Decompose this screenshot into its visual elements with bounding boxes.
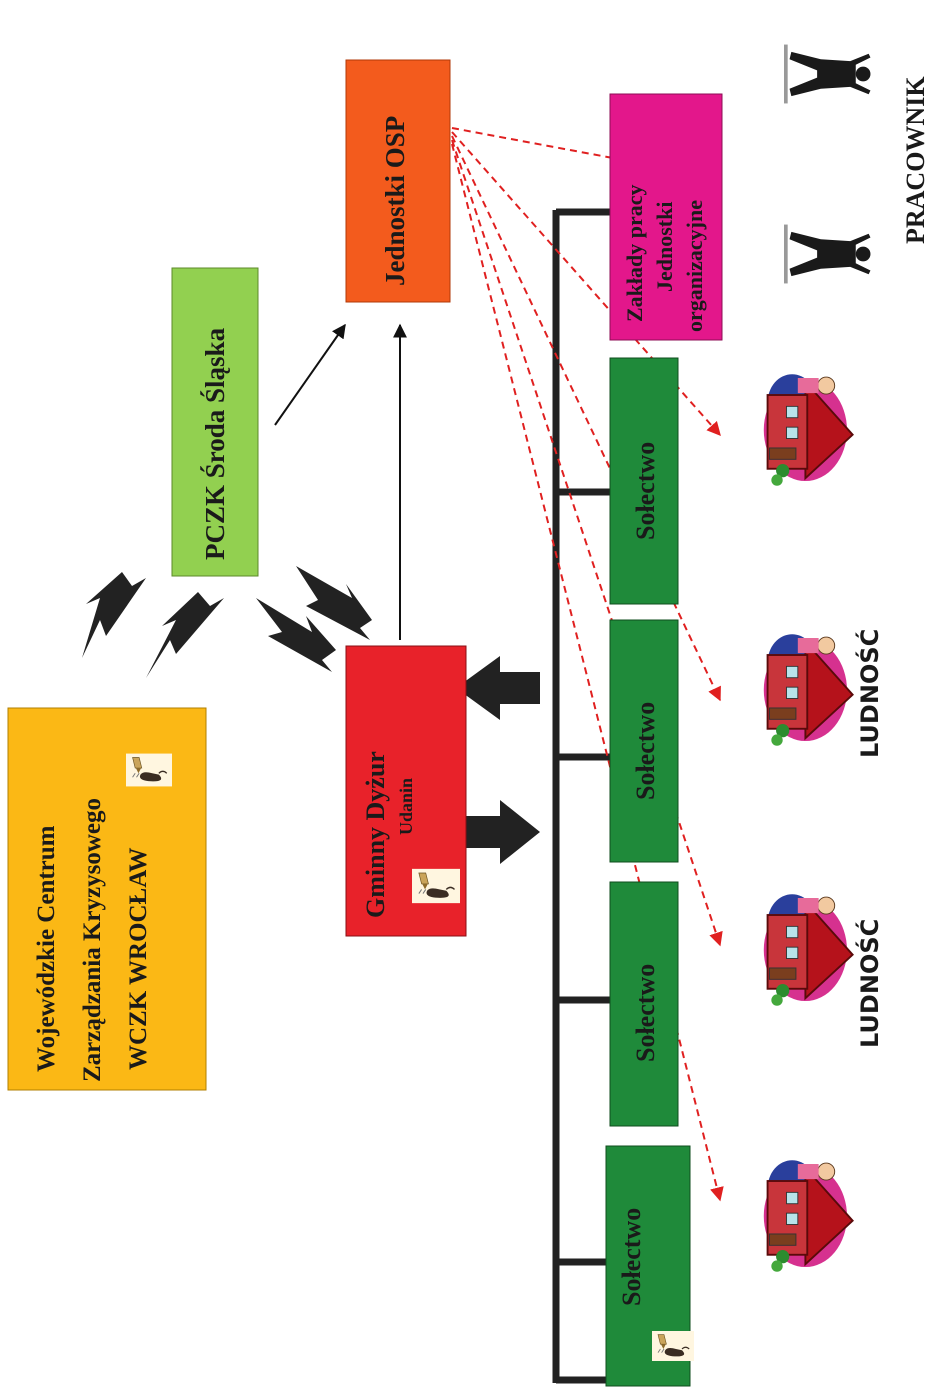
pczk-label: PCZK Środa Śląska (200, 327, 230, 560)
house-family-icon (762, 373, 854, 487)
solectwo-box-1: Sołectwo (605, 1145, 694, 1387)
solectwo-box-4: Sołectwo (609, 357, 679, 605)
pczk-sroda-slaska-box: PCZK Środa Śląska (171, 267, 259, 577)
osp-label: Jednostki OSP (380, 116, 410, 286)
solectwo-label: Sołectwo (631, 964, 660, 1062)
wczk-line-1: Wojewódzkie Centrum (33, 825, 60, 1072)
solectwo-label: Sołectwo (617, 1208, 646, 1306)
zaklady-line-1: Zakłady pracy (622, 184, 647, 322)
house-family-icon (762, 1159, 854, 1273)
worker-figure-icon (784, 224, 871, 284)
ludnosc-label: LUDNOŚĆ (854, 919, 884, 1048)
worker-figure-icon (784, 44, 871, 104)
solectwo-label: Sołectwo (631, 442, 660, 540)
info-arrows (274, 323, 407, 640)
ludnosc-label: LUDNOŚĆ (854, 629, 884, 758)
connection-bus (552, 208, 610, 1384)
siren-phone-icon (412, 867, 460, 905)
jednostki-osp-box: Jednostki OSP (345, 59, 451, 303)
solectwo-label: Sołectwo (631, 702, 660, 800)
gminny-dyzur-box: Gminny Dyżur Udanin (345, 645, 467, 937)
gminny-sublabel: Udanin (396, 778, 416, 835)
population-group: LUDNOŚĆ LUDNOŚĆ (762, 373, 884, 1273)
house-family-icon (762, 633, 854, 747)
solectwo-box-2: Sołectwo (609, 881, 679, 1127)
wczk-line-2: Zarządzania Kryzysowego (79, 798, 106, 1082)
house-family-icon (762, 893, 854, 1007)
siren-phone-icon (652, 1330, 694, 1362)
wczk-wroclaw-box: Wojewódzkie Centrum Zarządzania Kryzysow… (7, 707, 207, 1091)
workers-group: PRACOWNIK (784, 44, 930, 284)
zaklady-line-3: organizacyjne (682, 200, 707, 332)
pracownik-label: PRACOWNIK (901, 76, 930, 244)
solectwo-box-3: Sołectwo (609, 619, 679, 863)
zaklady-line-2: Jednostki (652, 202, 677, 292)
siren-phone-icon (126, 752, 172, 788)
gminny-label: Gminny Dyżur (361, 751, 390, 918)
thick-arrows (82, 566, 540, 864)
zaklady-pracy-box: Zakłady pracy Jednostki organizacyjne (609, 93, 723, 341)
wczk-line-3: WCZK WROCŁAW (125, 848, 152, 1071)
